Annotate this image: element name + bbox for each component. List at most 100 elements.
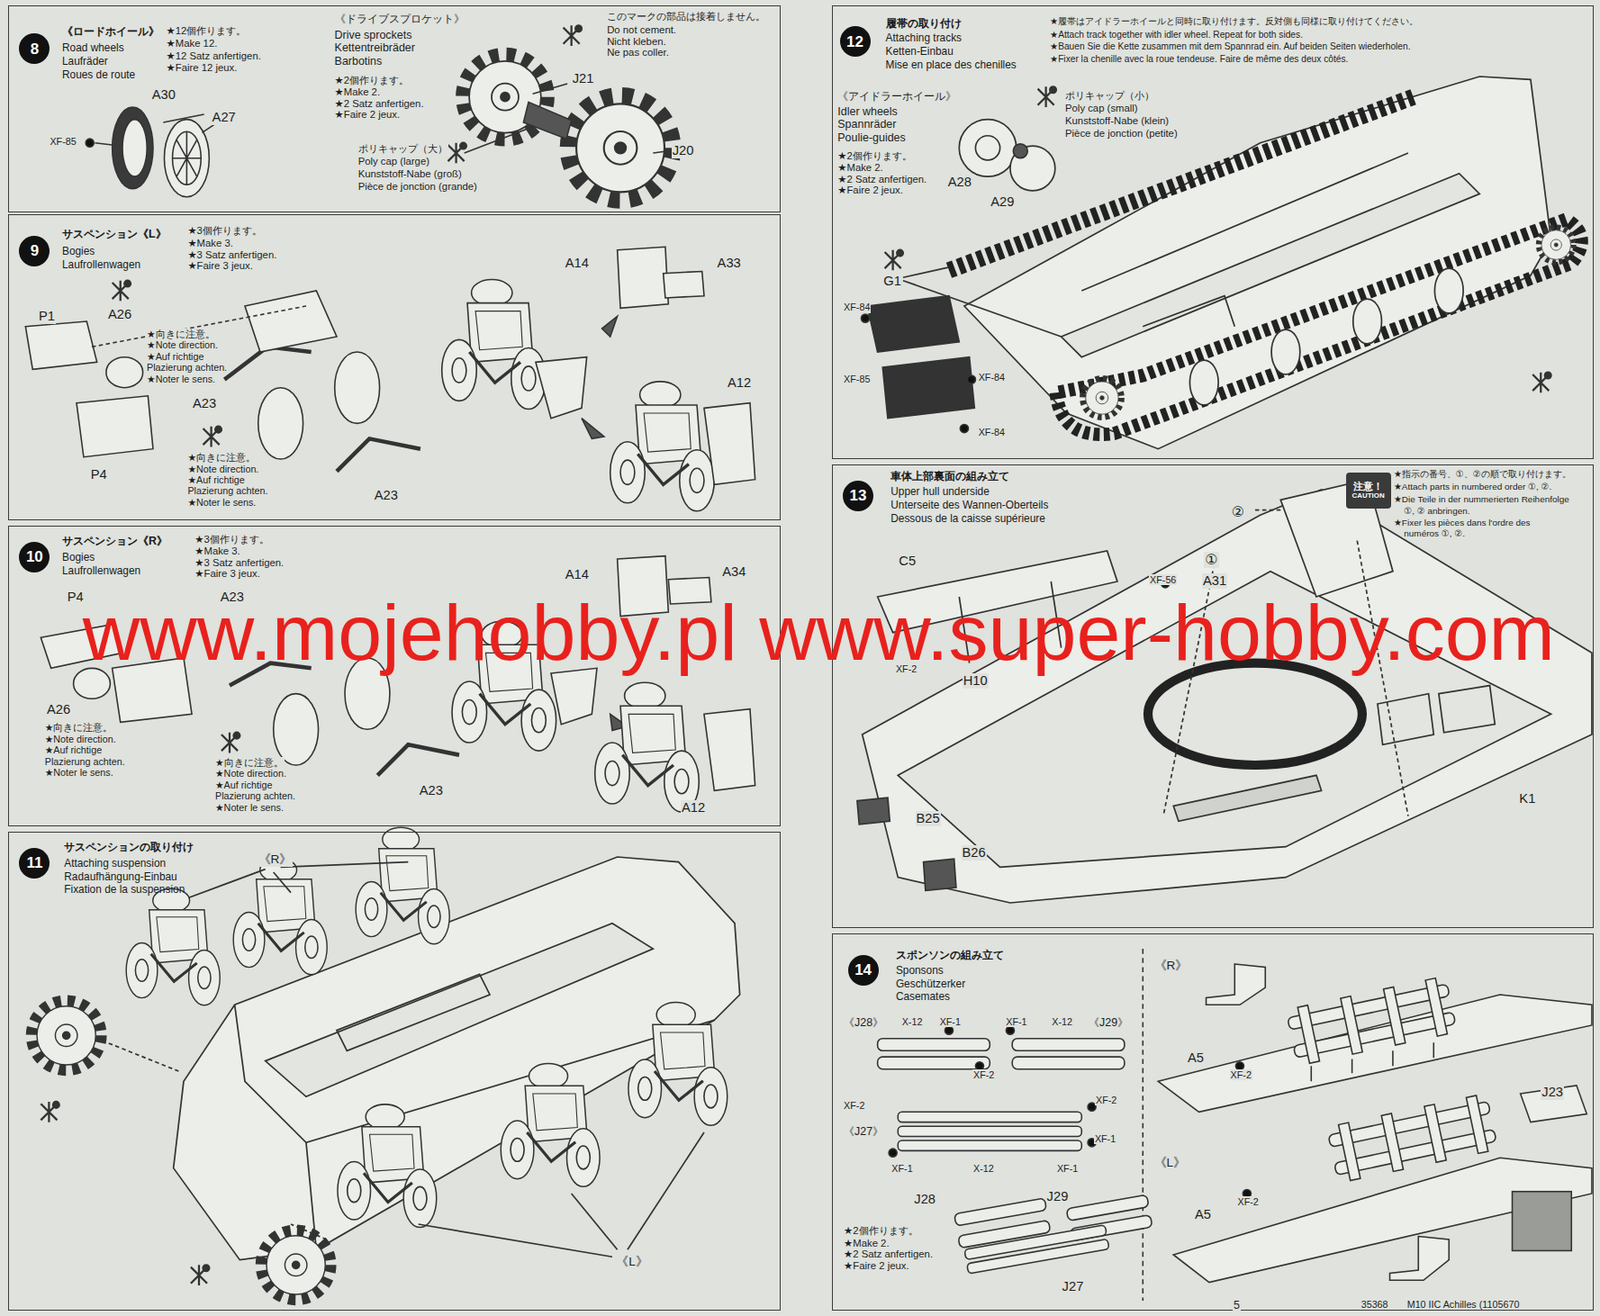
paint-code: XF-2 <box>894 663 918 675</box>
part-number: J20 <box>671 143 696 159</box>
note-text: Pièce de jonction (petite) <box>1064 127 1179 140</box>
step11-drawing <box>101 1040 326 1240</box>
paint-code: X-12 <box>1050 1016 1074 1028</box>
note-text: ★Faire 2 jeux. <box>836 184 904 197</box>
note-text: numéros ①, ②. <box>1402 528 1466 539</box>
step14-drawing <box>1012 1057 1125 1070</box>
note-text: ★2 Satz anfertigen. <box>334 98 425 110</box>
step12-drawing <box>1056 219 1582 435</box>
paint-code: XF-2 <box>972 1069 995 1081</box>
step-subtitle: Mise en place des chenilles <box>885 59 1017 73</box>
step13-drawing <box>857 479 1592 904</box>
note-text: Kunststoff-Nabe (groß) <box>357 168 463 181</box>
step14-drawing <box>1012 1039 1125 1052</box>
step9-drawing <box>535 357 588 419</box>
part-number: K1 <box>1518 791 1537 807</box>
step8-drawing <box>523 101 571 139</box>
note-text: ★3 Satz anfertigen. <box>193 557 285 570</box>
part-number: B26 <box>961 845 987 861</box>
step11-drawing <box>31 1001 102 1072</box>
step10-drawing <box>595 682 700 813</box>
note-text: Plazierung achten. <box>145 361 228 373</box>
note-text: 《アイドラーホイール》 <box>836 90 958 103</box>
step13-drawing <box>1173 775 1321 822</box>
step12-drawing <box>1271 329 1301 375</box>
side-label: 《L》 <box>1153 1156 1188 1171</box>
part-number: J28 <box>912 1192 937 1208</box>
step9-drawing <box>334 352 380 424</box>
step9-drawing <box>617 246 669 308</box>
note-text: ★Faire 3 jeux. <box>193 568 262 580</box>
step-number: 13 <box>842 480 874 512</box>
step11-drawing <box>337 1104 437 1229</box>
step-subtitle: Fixation de la suspension <box>63 884 185 897</box>
step-subtitle: Laufrollenwagen <box>62 565 141 579</box>
step9-drawing <box>258 388 304 460</box>
step9-drawing <box>581 418 605 440</box>
step-panel: サスペンション《L》BogiesLaufrollenwagen9 <box>8 214 781 521</box>
step8-drawing <box>94 143 112 145</box>
step13-drawing <box>923 858 957 891</box>
step8-drawing <box>85 25 673 200</box>
step8-drawing <box>652 151 669 154</box>
step11-drawing <box>31 827 741 1301</box>
caution-text: 注意！ <box>1353 481 1384 493</box>
step14-drawing <box>877 1039 991 1052</box>
part-number: ② <box>1230 504 1246 521</box>
note-text: ★Fixer les pièces dans l'ordre des <box>1392 517 1532 528</box>
part-number: A34 <box>721 564 747 580</box>
side-label: 《R》 <box>257 852 294 868</box>
note-text: ①, ② anbringen. <box>1402 506 1471 516</box>
step14-drawing <box>1206 964 1266 1005</box>
part-number: B25 <box>915 811 941 827</box>
part-number: J21 <box>571 71 596 87</box>
step12-drawing <box>1038 86 1057 108</box>
note-text: ★Faire 12 jeux. <box>165 62 239 74</box>
step-title: サスペンション《R》 <box>62 534 168 548</box>
step10-drawing <box>377 744 460 776</box>
part-number: A29 <box>989 194 1015 210</box>
step14-drawing <box>1297 1005 1320 1064</box>
step8-drawing <box>533 83 569 94</box>
step10-drawing <box>73 668 111 699</box>
note-text: ポリキャップ（大） <box>357 143 449 155</box>
step-number: 11 <box>18 848 50 879</box>
step-subtitle: Ketten-Einbau <box>885 45 954 59</box>
paint-code: X-12 <box>901 1016 924 1028</box>
step14-drawing <box>1424 1104 1447 1163</box>
step13-drawing <box>862 489 1592 904</box>
note-text: ★Auf richtige <box>44 744 103 756</box>
step-subtitle: Casemates <box>895 991 950 1004</box>
part-number: A26 <box>107 307 133 323</box>
step14-drawing <box>897 1126 1082 1137</box>
step-subtitle: Unterseite des Wannen-Oberteils <box>890 499 1049 513</box>
step14-drawing <box>1285 976 1458 1067</box>
note-text: Drive sprockets <box>334 28 414 42</box>
step9-drawing <box>602 316 618 337</box>
step-subtitle: Road wheels <box>62 42 125 55</box>
step14-drawing <box>944 1026 953 1035</box>
step14-drawing <box>1338 1122 1361 1181</box>
note-text: このマークの部品は接着しません。 <box>605 10 767 23</box>
step8-drawing <box>568 95 673 200</box>
step10-drawing <box>551 668 597 724</box>
step12-drawing <box>1082 378 1121 417</box>
note-text: Plazierung achten. <box>186 485 269 497</box>
part-number: A27 <box>211 109 237 126</box>
note-text: ★Noter le sens. <box>214 802 285 814</box>
step-title: サスペンションの取り付け <box>63 840 194 854</box>
part-number: C5 <box>897 553 917 570</box>
note-text: Ne pas coller. <box>605 46 670 59</box>
note-text: ★3個作ります。 <box>193 533 270 546</box>
step9-drawing <box>76 396 154 458</box>
paint-code: XF-1 <box>1056 1163 1079 1175</box>
note-text: ★2個作ります。 <box>842 1225 919 1238</box>
note-text: ★Note direction. <box>214 768 288 779</box>
step-subtitle: Attaching suspension <box>63 858 166 871</box>
step12-drawing <box>1532 372 1551 394</box>
note-text: ★12個作ります。 <box>165 25 248 37</box>
note-text: ★Noter le sens. <box>186 497 257 508</box>
part-number: 《J29》 <box>1087 1016 1130 1030</box>
note-text: ★Faire 3 jeux. <box>186 260 254 272</box>
